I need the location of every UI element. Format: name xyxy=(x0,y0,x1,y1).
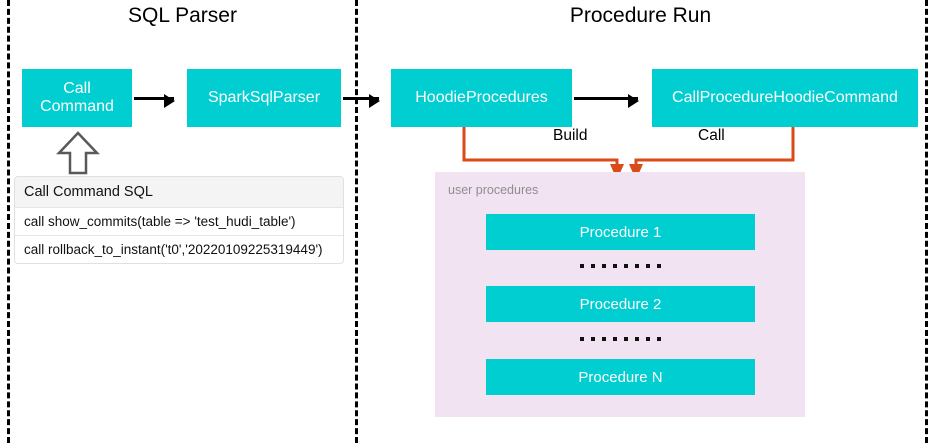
procedure-item[interactable]: Procedure N xyxy=(486,359,755,395)
connector-label-call: Call xyxy=(693,127,730,145)
ellipsis-dots xyxy=(486,332,755,346)
section-title-sql-parser: SQL Parser xyxy=(128,4,237,27)
section-title-procedure-run: Procedure Run xyxy=(569,4,712,27)
divider-middle xyxy=(355,0,358,443)
sql-table-header: Call Command SQL xyxy=(15,177,343,207)
arrow-hoodie-to-callproc xyxy=(574,94,639,108)
call-command-sql-table: Call Command SQL call show_commits(table… xyxy=(14,176,344,264)
procedure-item[interactable]: Procedure 1 xyxy=(486,214,755,250)
procedure-item[interactable]: Procedure 2 xyxy=(486,286,755,322)
node-call-command-line1: Call xyxy=(63,80,91,98)
arrow-spark-to-hoodie xyxy=(343,94,380,108)
sql-table-row: call show_commits(table => 'test_hudi_ta… xyxy=(15,207,343,235)
user-procedures-panel-label: user procedures xyxy=(448,183,539,197)
node-call-command-label: Call Command xyxy=(40,80,114,116)
ellipsis-dots xyxy=(486,259,755,273)
node-hoodie-procedures[interactable]: HoodieProcedures xyxy=(391,69,572,127)
node-call-command-line2: Command xyxy=(40,98,114,115)
divider-left xyxy=(7,0,10,443)
node-call-procedure-hoodie-command[interactable]: CallProcedureHoodieCommand xyxy=(652,69,918,127)
node-spark-sql-parser[interactable]: SparkSqlParser xyxy=(187,69,341,127)
sql-table-row: call rollback_to_instant('t0','202201092… xyxy=(15,235,343,263)
node-call-command[interactable]: Call Command xyxy=(22,69,132,127)
divider-right xyxy=(925,0,928,443)
arrow-call-command-to-spark xyxy=(134,94,175,108)
connector-label-build: Build xyxy=(548,127,593,145)
up-arrow-icon xyxy=(56,131,100,175)
